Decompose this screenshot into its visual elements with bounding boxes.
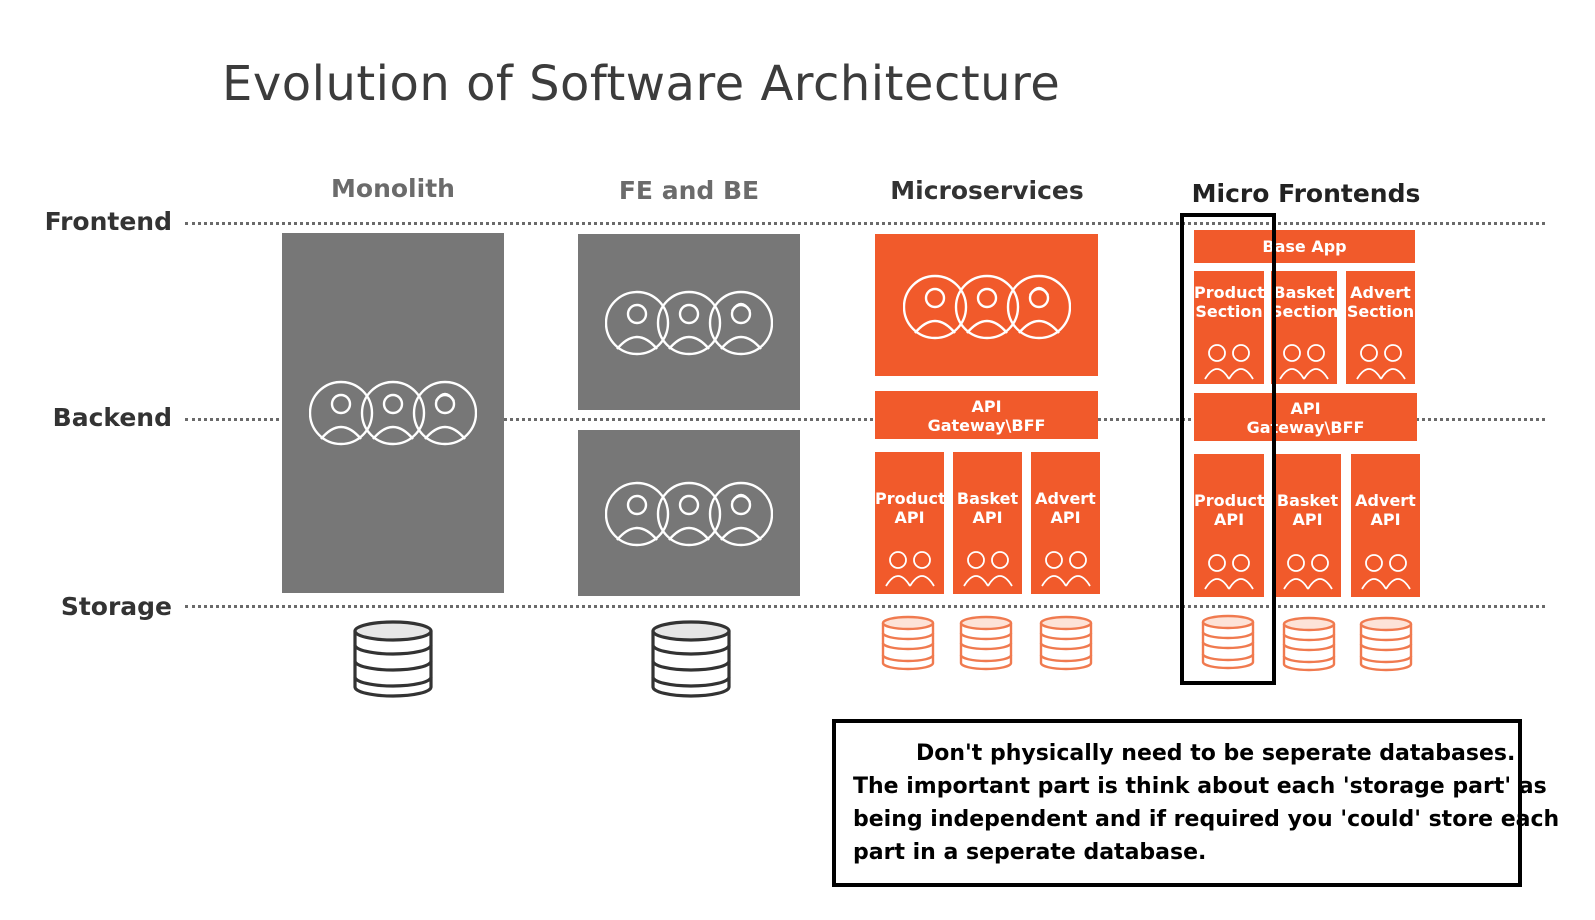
service-line1: Advert	[1355, 491, 1416, 510]
service-line2: API	[1292, 510, 1323, 529]
section-line2: Section	[1346, 302, 1415, 321]
database-icon	[1039, 615, 1093, 671]
service-line2: API	[1050, 508, 1081, 527]
service-line1: Product	[1194, 491, 1265, 510]
service-line1: Basket	[956, 489, 1019, 508]
service-line2: API	[894, 508, 925, 527]
service-line2: API	[972, 508, 1003, 527]
team-icon	[1041, 551, 1091, 587]
gateway-line1: API	[1290, 399, 1321, 418]
team-icon	[605, 290, 773, 356]
note-box: Don't physically need to be seperate dat…	[832, 719, 1559, 887]
microservices-advert-api: Advert API	[1031, 452, 1100, 594]
frontend-label: Frontend	[44, 207, 172, 236]
monolith-block	[282, 233, 504, 593]
team-icon	[885, 551, 935, 587]
service-line2: API	[1213, 510, 1245, 529]
section-line2: Section	[1271, 302, 1339, 321]
gateway-line1: API	[971, 397, 1002, 416]
microservices-frontend-block	[875, 234, 1098, 376]
fe-be-heading: FE and BE	[618, 176, 760, 205]
database-icon	[959, 615, 1013, 671]
advert-section: Advert Section	[1346, 271, 1415, 384]
micro-frontends-heading: Micro Frontends	[1191, 179, 1421, 208]
microservices-heading: Microservices	[890, 176, 1084, 205]
fe-block	[578, 234, 800, 410]
monolith-heading: Monolith	[331, 174, 455, 203]
service-line1: Basket	[1276, 491, 1339, 510]
team-icon	[1283, 554, 1333, 590]
backend-label: Backend	[52, 403, 172, 432]
team-icon	[1356, 344, 1406, 380]
database-icon	[1201, 614, 1255, 670]
product-section: Product Section	[1194, 271, 1265, 384]
base-app-block: Base App	[1194, 230, 1415, 263]
storage-label: Storage	[60, 592, 172, 621]
database-icon	[881, 615, 935, 671]
service-line1: Advert	[1035, 489, 1096, 508]
note-line4: part in a seperate database.	[853, 840, 1207, 865]
frontend-divider	[185, 222, 1545, 225]
micro-frontends-api-gateway: API Gateway\BFF	[1194, 393, 1417, 441]
team-icon	[903, 274, 1071, 340]
page-title: Evolution of Software Architecture	[222, 56, 1061, 112]
team-icon	[605, 481, 773, 547]
microservices-api-gateway: API Gateway\BFF	[875, 391, 1098, 439]
database-icon	[1282, 616, 1336, 672]
micro-frontends-advert-api: Advert API	[1351, 454, 1420, 597]
database-icon	[1359, 616, 1413, 672]
team-icon	[963, 551, 1013, 587]
storage-divider	[185, 605, 1545, 608]
service-line1: Product	[875, 489, 946, 508]
note-line2: The important part is think about each '…	[853, 774, 1547, 799]
team-icon	[1279, 344, 1329, 380]
section-line1: Advert	[1350, 283, 1411, 302]
service-line2: API	[1370, 510, 1401, 529]
note-line1: Don't physically need to be seperate dat…	[916, 741, 1516, 766]
microservices-basket-api: Basket API	[953, 452, 1022, 594]
note-line3: being independent and if required you 'c…	[853, 807, 1560, 832]
section-line2: Section	[1195, 302, 1263, 321]
gateway-line2: Gateway\BFF	[1246, 418, 1365, 437]
database-icon	[651, 620, 731, 698]
backend-divider	[185, 418, 1545, 421]
microservices-product-api: Product API	[875, 452, 946, 594]
micro-frontends-product-api: Product API	[1194, 454, 1265, 597]
team-icon	[1361, 554, 1411, 590]
team-icon	[1204, 344, 1254, 380]
team-icon	[309, 380, 477, 446]
be-block	[578, 430, 800, 596]
team-icon	[1204, 554, 1254, 590]
basket-section: Basket Section	[1271, 271, 1339, 384]
section-line1: Product	[1194, 283, 1265, 302]
gateway-line2: Gateway\BFF	[927, 416, 1046, 435]
section-line1: Basket	[1273, 283, 1335, 302]
database-icon	[353, 620, 433, 698]
highlight-box	[1180, 213, 1276, 685]
micro-frontends-basket-api: Basket API	[1274, 454, 1341, 597]
